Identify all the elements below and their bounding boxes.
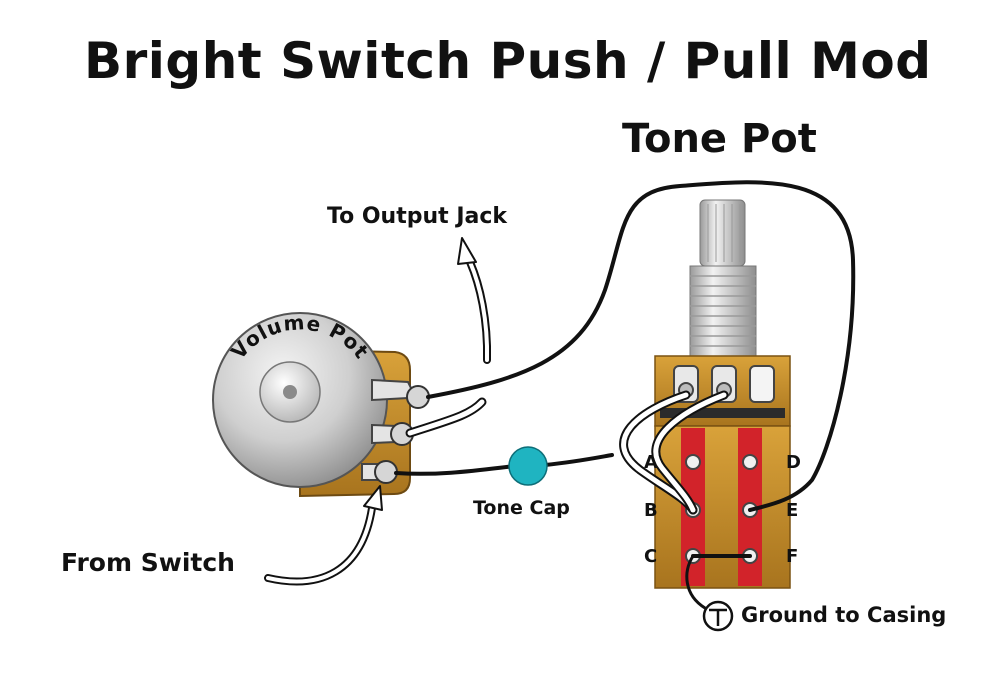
lug-label-d: D bbox=[786, 452, 801, 473]
tone-cap bbox=[508, 446, 548, 486]
diagram-title: Bright Switch Push / Pull Mod bbox=[84, 32, 932, 90]
ground-to-casing-label: Ground to Casing bbox=[741, 603, 947, 627]
wire-tone-lug-to-b-2 bbox=[653, 392, 727, 513]
tone-pot-shaft-tip bbox=[699, 199, 746, 267]
wire-cap-to-tone bbox=[543, 453, 614, 467]
wire-volume-to-lug-e bbox=[426, 180, 856, 512]
lug-label-b: B bbox=[644, 500, 658, 521]
from-switch-label: From Switch bbox=[61, 548, 235, 577]
wires bbox=[394, 180, 856, 610]
lug-label-c: C bbox=[644, 546, 658, 567]
from-switch-arrow bbox=[264, 485, 383, 586]
output-jack-arrow bbox=[457, 237, 492, 364]
switch-lug-a bbox=[685, 454, 701, 470]
tone-cap-label: Tone Cap bbox=[473, 497, 570, 519]
lug-label-e: E bbox=[786, 500, 799, 521]
push-pull-switch-body bbox=[654, 425, 791, 589]
to-output-jack-label: To Output Jack bbox=[327, 204, 508, 229]
wire-tone-lug-to-b-1 bbox=[621, 392, 696, 513]
tone-pot-title: Tone Pot bbox=[622, 116, 817, 162]
wire-ground bbox=[685, 554, 707, 610]
volume-pot: Volume Pot bbox=[212, 310, 430, 498]
ground-icon bbox=[702, 600, 734, 632]
switch-lug-d bbox=[742, 454, 758, 470]
tone-pot-lug-3 bbox=[749, 365, 775, 403]
lug-label-a: A bbox=[644, 452, 658, 473]
lug-label-f: F bbox=[786, 546, 799, 567]
tone-pot-bushing bbox=[689, 265, 757, 359]
wire-volume-to-cap bbox=[394, 464, 517, 476]
wire-volume-lug-2 bbox=[407, 399, 485, 436]
